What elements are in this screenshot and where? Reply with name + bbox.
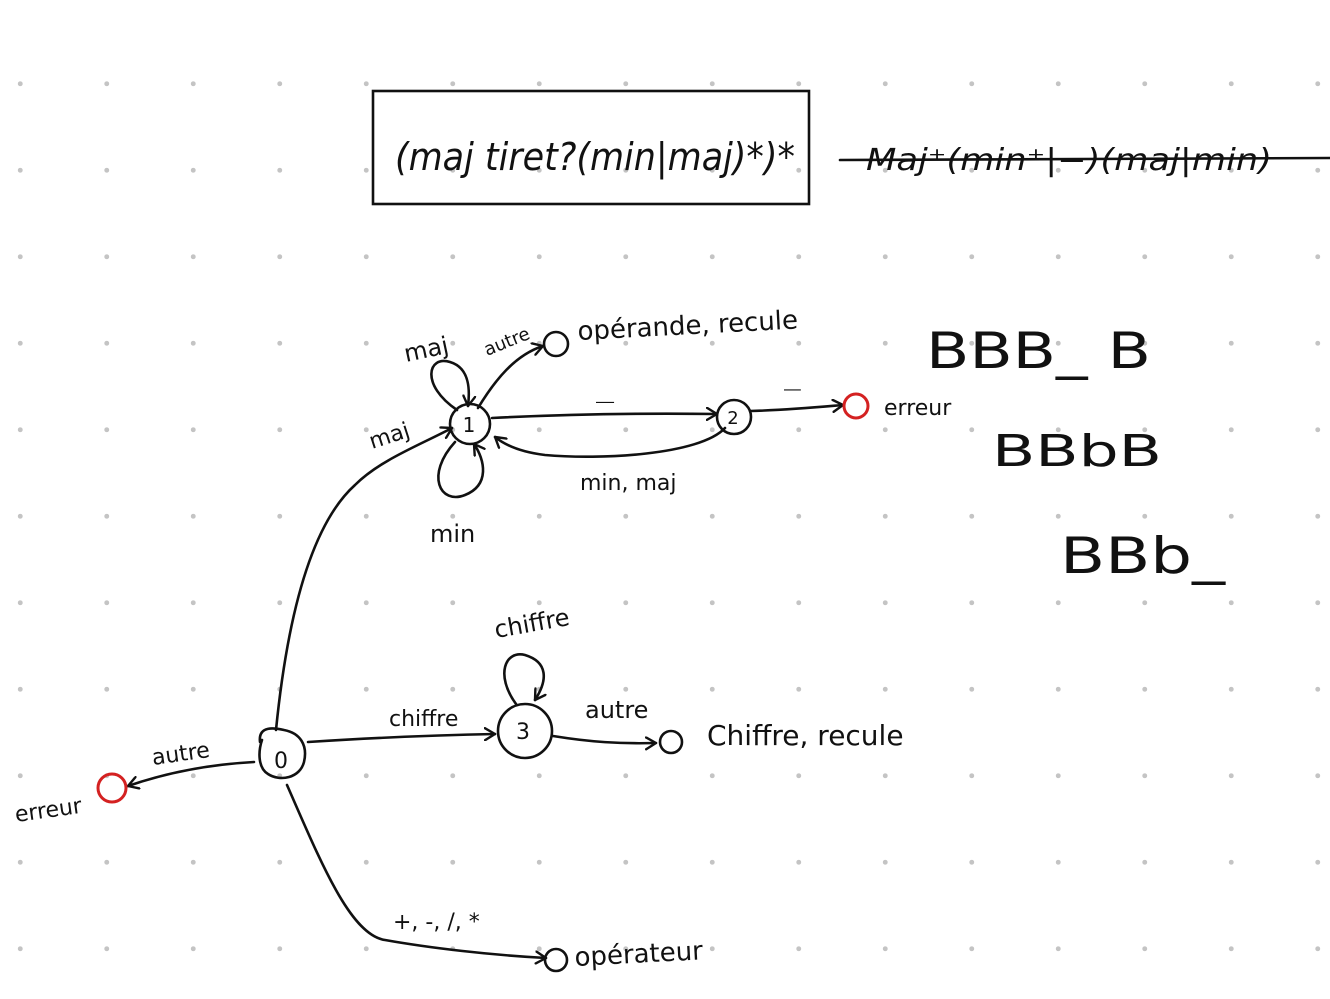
state-3: 3 [496, 702, 554, 760]
state-0: 0 [258, 727, 307, 780]
label-1-self-min: min [430, 520, 475, 548]
edge-1-self-min [437, 440, 483, 499]
state-1-label: 1 [463, 413, 476, 437]
label-3-chiffre: autre [585, 696, 648, 724]
final-label-chiffre: Chiffre, recule [707, 719, 904, 752]
final-label-error-left: erreur [13, 794, 84, 828]
final-label-error-right: erreur [884, 396, 952, 421]
label-2-1: min, maj [580, 471, 677, 496]
state-2-label: 2 [727, 408, 738, 429]
label-0-operateur: +, -, /, * [393, 910, 480, 935]
label-2-error: _ [784, 358, 801, 392]
strike-line [838, 156, 1330, 162]
edge-3-to-chiffre [551, 734, 658, 743]
label-0-1: maj [366, 418, 413, 454]
label-0-3: chiffre [389, 707, 458, 732]
edge-2-to-error [748, 405, 845, 411]
label-0-error: autre [150, 738, 211, 771]
error-state-left [96, 772, 128, 804]
state-3-label: 3 [516, 720, 530, 745]
example-2: BBbB [992, 426, 1162, 477]
edge-0-to-1 [274, 428, 454, 732]
edge-1-to-2 [490, 414, 719, 418]
final-state-chiffre [658, 729, 684, 755]
final-state-operande [542, 330, 570, 358]
state-0-label: 0 [274, 749, 288, 774]
final-label-operande: opérande, recule [577, 305, 799, 347]
edge-0-to-error [126, 760, 256, 786]
label-1-2: _ [596, 369, 615, 404]
example-3: BBb_ [1060, 527, 1226, 585]
regex-box [371, 89, 811, 206]
edge-2-to-1 [493, 426, 727, 459]
example-1: BBB_ B [926, 322, 1151, 380]
regex-main: (maj tiret?(min|maj)*)* [395, 135, 795, 180]
edge-0-to-3 [306, 734, 497, 744]
state-2: 2 [715, 398, 753, 436]
state-1: 1 [448, 402, 492, 446]
edge-3-self-chiffre [503, 653, 543, 706]
final-label-operateur: opérateur [574, 936, 704, 973]
final-state-operateur [543, 947, 569, 973]
label-3-self: chiffre [492, 603, 571, 644]
error-state-right [842, 392, 870, 420]
edge-1-self-maj [430, 359, 468, 412]
edge-0-to-operateur [285, 783, 548, 958]
label-1-self-maj: maj [401, 331, 451, 368]
edge-1-to-operande [476, 346, 545, 410]
